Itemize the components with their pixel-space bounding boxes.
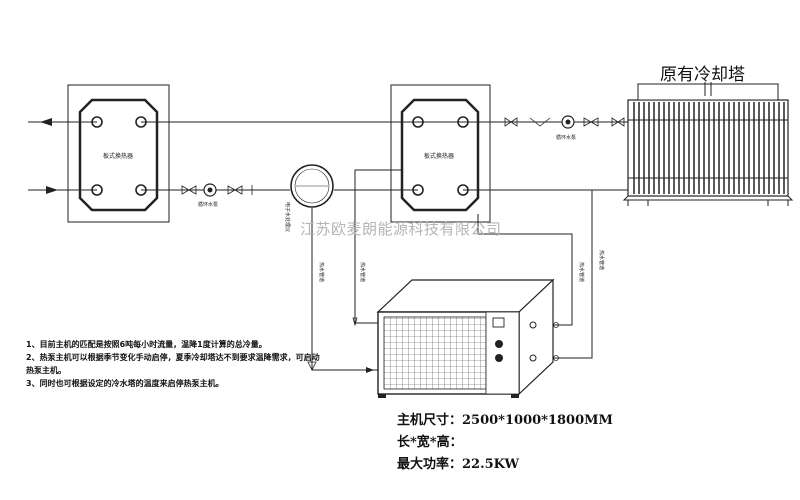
heatpump-return-pipe-a [477,214,573,326]
control-knob-bottom [495,354,503,362]
heatpump-inflow-arrow [366,367,374,373]
pipe-label-3: 热水管道 [578,262,585,282]
heat-pump-unit [376,278,555,398]
inline-valves [307,317,559,371]
spec-size: 主机尺寸：2500*1000*1800MM [397,413,613,428]
right-heat-exchanger: 板式换热器 [390,84,491,223]
exchanger-to-heatpump-pipe [354,169,401,324]
left-heat-exchanger: 板式换热器 [67,84,170,223]
heatpump-return-pipe-b [535,190,593,359]
outflow-arrow [40,118,52,126]
right-pump-assembly: 循环水泵 [504,115,625,141]
pipe-label-2: 热水管道 [359,262,366,282]
pipe-label-1: 热水管道 [318,262,325,282]
note-3: 3、同时也可根据设定的冷水塔的温度来启停热泵主机。 [26,379,224,388]
inflow-arrow [46,186,58,194]
notes-block: 1、目前主机的匹配是按照6吨每小时流量，温降1度计算的总冷量。 2、热泵主机可以… [26,338,326,390]
spec-power: 最大功率：22.5KW [397,457,520,472]
pipe-network [28,121,628,371]
pipe-label-4: 热水管道 [598,250,605,270]
note-2: 2、热泵主机可以根据季节变化手动启停，夏季冷却塔达不到要求温降需求，可启动热泵主… [26,353,320,375]
note-1: 1、目前主机的匹配是按照6吨每小时流量，温降1度计算的总冷量。 [26,340,267,349]
water-treatment-device: 电子水处理仪 [284,164,334,232]
control-knob-top [495,340,503,348]
cooling-tower: 原有冷却塔 [622,65,794,206]
left-pump-label: 循环水泵 [198,201,218,208]
spec-dims: 长*宽*高： [397,435,463,450]
left-pump-assembly: 循环水泵 [181,183,253,208]
tank-side-label: 电子水处理仪 [284,202,291,232]
right-pump-label: 循环水泵 [556,134,576,141]
company-watermark: 江苏欧麦朗能源科技有限公司 [300,220,502,238]
control-display [492,317,505,328]
specs-block: 主机尺寸：2500*1000*1800MM 长*宽*高： 最大功率：22.5KW [397,410,613,476]
cooling-tower-title: 原有冷却塔 [660,65,745,85]
left-exchanger-label: 板式换热器 [103,152,133,160]
right-exchanger-label: 板式换热器 [424,152,454,160]
